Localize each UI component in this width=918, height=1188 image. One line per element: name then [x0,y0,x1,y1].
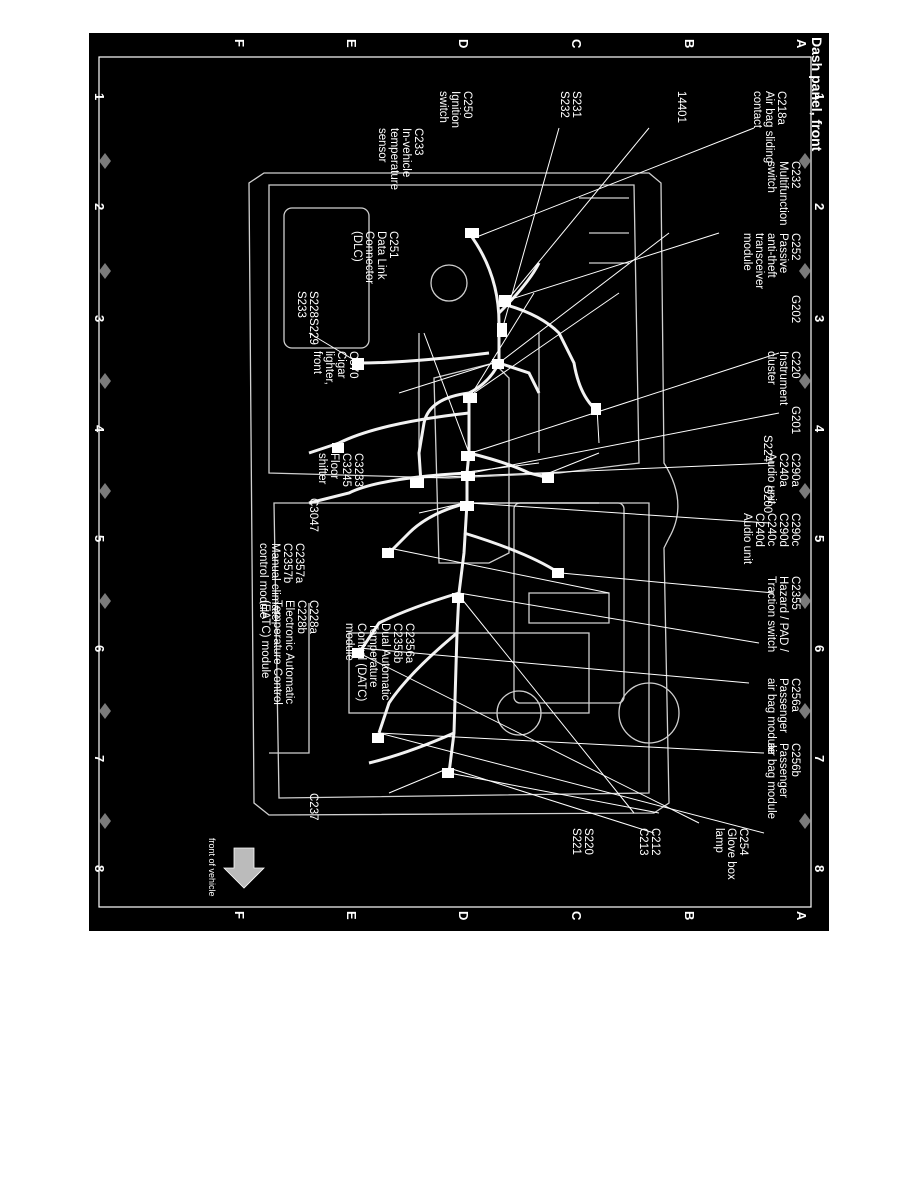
row-f-right: F [232,911,247,919]
col-4-top: 4 [812,425,827,433]
col-3-top: 3 [812,315,827,323]
row-d-right: D [456,911,471,921]
label-c254: C254 Glove box lamp [713,828,749,880]
col-8-top: 8 [812,865,827,873]
label-c256b: C256b Passenger air bag module [765,743,801,820]
label-14401: 14401 [675,91,687,123]
col-1-bottom: 1 [92,93,107,101]
connectors [332,228,601,778]
label-c370: C370 Cigar lighter, front [311,351,359,385]
row-a-right: A [794,911,809,921]
row-b-left: B [682,39,697,49]
label-c250: C250 Ignition switch [437,91,473,129]
col-7-top: 7 [812,755,827,763]
label-c251: C251 Data Link Connector (DLC) [351,231,399,285]
label-c290c: C290c C290d C240c C240d Audio unit [741,513,801,565]
label-s229: S229 [307,318,319,345]
label-s228: S228 S233 [295,291,319,318]
label-c233: C233 In-vehicle temperature sensor [376,128,424,191]
label-c218a: C218a Air bag sliding contact [751,91,787,164]
grid-markers [99,153,811,829]
front-of-vehicle-arrow [223,847,265,889]
row-d-left: D [456,39,471,49]
label-s220: S220 S221 [570,828,594,855]
col-5-bottom: 5 [92,535,107,543]
label-c220: C220 Instrument cluster [765,351,801,406]
label-g201: G201 [789,406,801,435]
label-c2355: C2355 Hazard / PAD / Traction switch [765,576,801,653]
label-g202: G202 [789,295,801,324]
col-5-top: 5 [812,535,827,543]
row-c-left: C [569,39,584,49]
leader-lines [308,127,780,834]
label-c3233: C3233 C3245 Floor shifter [316,453,364,487]
col-2-top: 2 [812,203,827,211]
label-c2356a: C2356a C2356b Dual Automatic Temperature… [343,623,415,702]
label-c237: C237 [307,793,319,821]
col-1-top: 1 [812,93,827,101]
row-c-right: C [569,911,584,921]
label-c3047: C3047 [307,498,319,532]
col-6-top: 6 [812,645,827,653]
label-g200: G200 [761,485,773,514]
label-c232: C232 Multifunction switch [765,161,801,226]
label-c212: C212 C213 [637,828,661,856]
grid-border [98,56,812,908]
col-3-bottom: 3 [92,315,107,323]
label-c252: C252 Passive anti-theft transceiver modu… [741,233,801,290]
label-c228a: C228a C228b Electronic Automatic Tempera… [259,600,319,705]
col-6-bottom: 6 [92,645,107,653]
row-a-left: A [794,39,809,49]
label-s231: S231 S232 [558,91,582,118]
row-e-right: E [344,911,359,920]
diagram-panel: Dash panel, front 1 2 3 4 5 6 7 8 1 2 3 … [89,33,829,931]
front-of-vehicle-label: front of vehicle [207,838,217,897]
col-8-bottom: 8 [92,865,107,873]
row-f-left: F [232,39,247,47]
dash-panel-outline [248,172,680,816]
row-b-right: B [682,911,697,921]
col-2-bottom: 2 [92,203,107,211]
col-7-bottom: 7 [92,755,107,763]
dash-panel-diagram [98,56,812,908]
row-e-left: E [344,39,359,48]
rotated-content: Dash panel, front 1 2 3 4 5 6 7 8 1 2 3 … [89,33,829,931]
col-4-bottom: 4 [92,425,107,433]
